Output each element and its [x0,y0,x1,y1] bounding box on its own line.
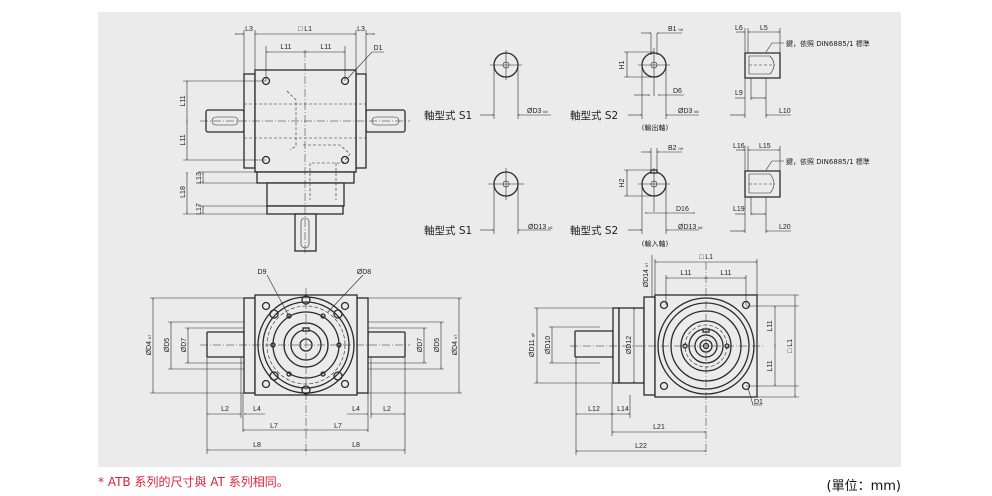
dim-D3-s2: ØD3 k6 [678,108,699,115]
dim-D11: ØD11 g6 [529,332,536,357]
unit-label: (單位：mm) [826,479,901,494]
series-note: * ATB 系列的尺寸與 AT 系列相同。 [98,475,289,489]
dim-L10: L10 [779,108,791,115]
dim-B2-main: B2 [668,145,677,152]
dim-D13-s2: ØD13 k6 [678,224,703,231]
shaft-types: 軸型式 S1 ØD3 k6 軸型式 S2 B1 h9 H1 D6 ØD3 k6 … [424,25,870,248]
dim-L20: L20 [779,224,791,231]
dim-B1-main: B1 [668,26,677,33]
dim-B2: B2 h9 [668,145,684,152]
dim-L4-right: L4 [352,406,360,413]
dim-D16: D16 [676,206,689,213]
bolt-holes [261,295,350,395]
dim-L5: L5 [760,25,768,32]
dim-L8-right: L8 [352,442,360,449]
dim-D13-s1: ØD13 k6 [528,224,553,231]
dim-L14: L14 [617,406,629,413]
tolerance-h9: h9 [679,146,684,151]
tolerance-g6: g6 [530,332,535,337]
dim-L3-left: L3 [245,26,253,33]
dim-D4-main: ØD4 [146,341,153,356]
dim-L11-a: L11 [280,44,291,51]
dim-L7-right: L7 [334,423,342,430]
dim-L15: L15 [759,143,771,150]
dim-L3-right: L3 [357,26,365,33]
dim-L11-top-b: L11 [720,270,731,277]
shaft-type-s2-input: 軸型式 S2 [570,224,618,237]
dim-L9: L9 [735,90,743,97]
dim-D4-right: ØD4 h7 [452,334,459,356]
drawing-panel [98,12,901,467]
dim-L11-b: L11 [320,44,331,51]
dim-L21: L21 [653,424,665,431]
dim-D12: ØD12 [626,336,633,354]
dim-D4-left: ØD4 h7 [146,334,153,356]
dim-D7-right: ØD7 [417,338,424,353]
label-D1: D1 [374,45,383,52]
dim-D3-main: ØD3 [678,108,693,115]
dim-B1: B1 h9 [668,26,684,33]
dim-L11-top-a: L11 [680,270,691,277]
dim-L12: L12 [588,406,600,413]
tolerance-k6: k6 [694,109,699,114]
dim-L11-right-a: L11 [767,320,774,331]
dim-L7-left: L7 [270,423,278,430]
label-D1-side: D1 [754,399,763,406]
dim-L16: L16 [733,143,745,150]
dim-L17: L17 [196,203,203,215]
dim-D14: ØD14 h7 [643,262,650,287]
dim-L1-top: □ L1 [699,254,713,261]
tolerance-h7: h7 [147,334,152,339]
dim-D7-left: ØD7 [181,338,188,353]
dim-L2-right: L2 [383,406,391,413]
label-D9: D9 [258,269,267,276]
key-note-input: 鍵，依照 DIN6885/1 標準 [786,157,870,166]
dim-L11-v1: L11 [180,95,187,106]
shaft-type-s1-output: 軸型式 S1 [424,109,472,122]
dim-L8-left: L8 [253,442,261,449]
tolerance-h7: h7 [644,262,649,267]
input-shaft-label: (輸入軸) [642,239,669,248]
key-note-output: 鍵，依照 DIN6885/1 標準 [786,39,870,48]
dim-L2-left: L2 [221,406,229,413]
dim-H1: H1 [619,60,626,69]
dim-L6: L6 [735,25,743,32]
tolerance-h7: h7 [453,334,458,339]
dim-L11-v2: L11 [180,134,187,145]
dim-D14-main: ØD14 [643,269,650,287]
label-D8: ØD8 [357,269,372,276]
tolerance-k6: k6 [698,225,703,230]
tolerance-k6: k6 [548,225,553,230]
output-shaft-label: (輸出軸) [642,123,669,132]
dim-D5-right: ØD5 [434,338,441,353]
dim-D5-left: ØD5 [164,338,171,353]
dim-D3-main: ØD3 [527,108,542,115]
dim-L22: L22 [635,443,647,450]
shaft-type-s2-output: 軸型式 S2 [570,109,618,122]
dim-L19: L19 [733,206,745,213]
dim-D6: D6 [673,88,682,95]
dim-D11-main: ØD11 [529,339,536,357]
dim-L1-right: □ L1 [787,339,794,353]
front-view: D9 ØD8 ØD4 h7 ØD5 ØD7 ØD7 ØD5 ØD4 h7 L2 … [146,269,462,455]
shaft-type-s1-input: 軸型式 S1 [424,224,472,237]
dim-L13: L13 [196,172,203,184]
tolerance-h9: h9 [679,27,684,32]
dim-D13-main: ØD13 [678,224,696,231]
dim-D4-main: ØD4 [452,341,459,356]
dim-D10: ØD10 [545,336,552,354]
dim-L4-left: L4 [253,406,261,413]
mounting-holes-side [659,300,751,391]
dim-L1: □ L1 [298,26,312,33]
tolerance-k6: k6 [543,109,548,114]
dim-D3-s1: ØD3 k6 [527,108,548,115]
dim-D13-main: ØD13 [528,224,546,231]
side-view: □ L1 L11 L11 ØD14 h7 ØD11 g6 ØD10 ØD12 L… [529,254,799,455]
dim-H2: H2 [619,178,626,187]
dim-L11-right-b: L11 [767,360,774,371]
dim-L18: L18 [180,186,187,198]
top-view: L3 □ L1 L3 L11 L11 D1 L11 L11 L13 L18 L1… [180,26,410,255]
